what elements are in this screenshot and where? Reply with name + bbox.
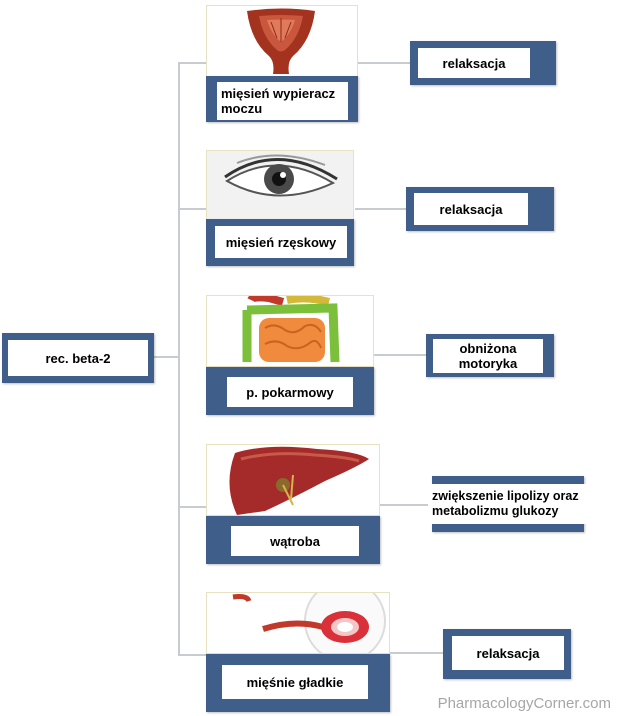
eye-image — [206, 150, 354, 220]
root-label: rec. beta-2 — [8, 340, 148, 376]
watermark: PharmacologyCorner.com — [437, 695, 611, 712]
eye-icon — [207, 151, 353, 219]
trunk-line — [178, 62, 180, 656]
organ-label-2: mięsień rzęskowy — [215, 226, 347, 258]
intestine-image — [206, 295, 374, 367]
organ-label-4: wątroba — [231, 526, 359, 556]
root-connector — [154, 356, 180, 358]
effect-3-connector — [372, 354, 428, 356]
smooth-muscle-icon — [232, 593, 386, 653]
effect-1-connector — [357, 62, 411, 64]
bladder-image — [206, 5, 358, 77]
effect-label-2: relaksacja — [414, 193, 528, 225]
effect-4-connector — [380, 504, 432, 506]
effect-label-3: obniżona motoryka — [433, 339, 543, 373]
smooth-muscle-image — [206, 592, 390, 654]
effect-label-4: zwiększenie lipolizy oraz metabolizmu gl… — [428, 484, 590, 524]
liver-icon — [229, 446, 369, 515]
effect-label-1: relaksacja — [418, 48, 530, 78]
branch-5-connector — [178, 654, 208, 656]
liver-image — [206, 444, 380, 516]
bladder-icon — [247, 8, 315, 74]
effect-label-5: relaksacja — [452, 636, 564, 670]
effect-5-connector — [390, 652, 444, 654]
effect-2-connector — [355, 208, 407, 210]
organ-label-5: mięśnie gładkie — [222, 665, 368, 699]
intestine-icon — [242, 296, 340, 363]
organ-label-3: p. pokarmowy — [227, 377, 353, 407]
branch-1-connector — [178, 62, 208, 64]
organ-label-1: mięsień wypieracz moczu — [217, 82, 348, 120]
branch-2-connector — [178, 208, 208, 210]
branch-4-connector — [178, 506, 208, 508]
